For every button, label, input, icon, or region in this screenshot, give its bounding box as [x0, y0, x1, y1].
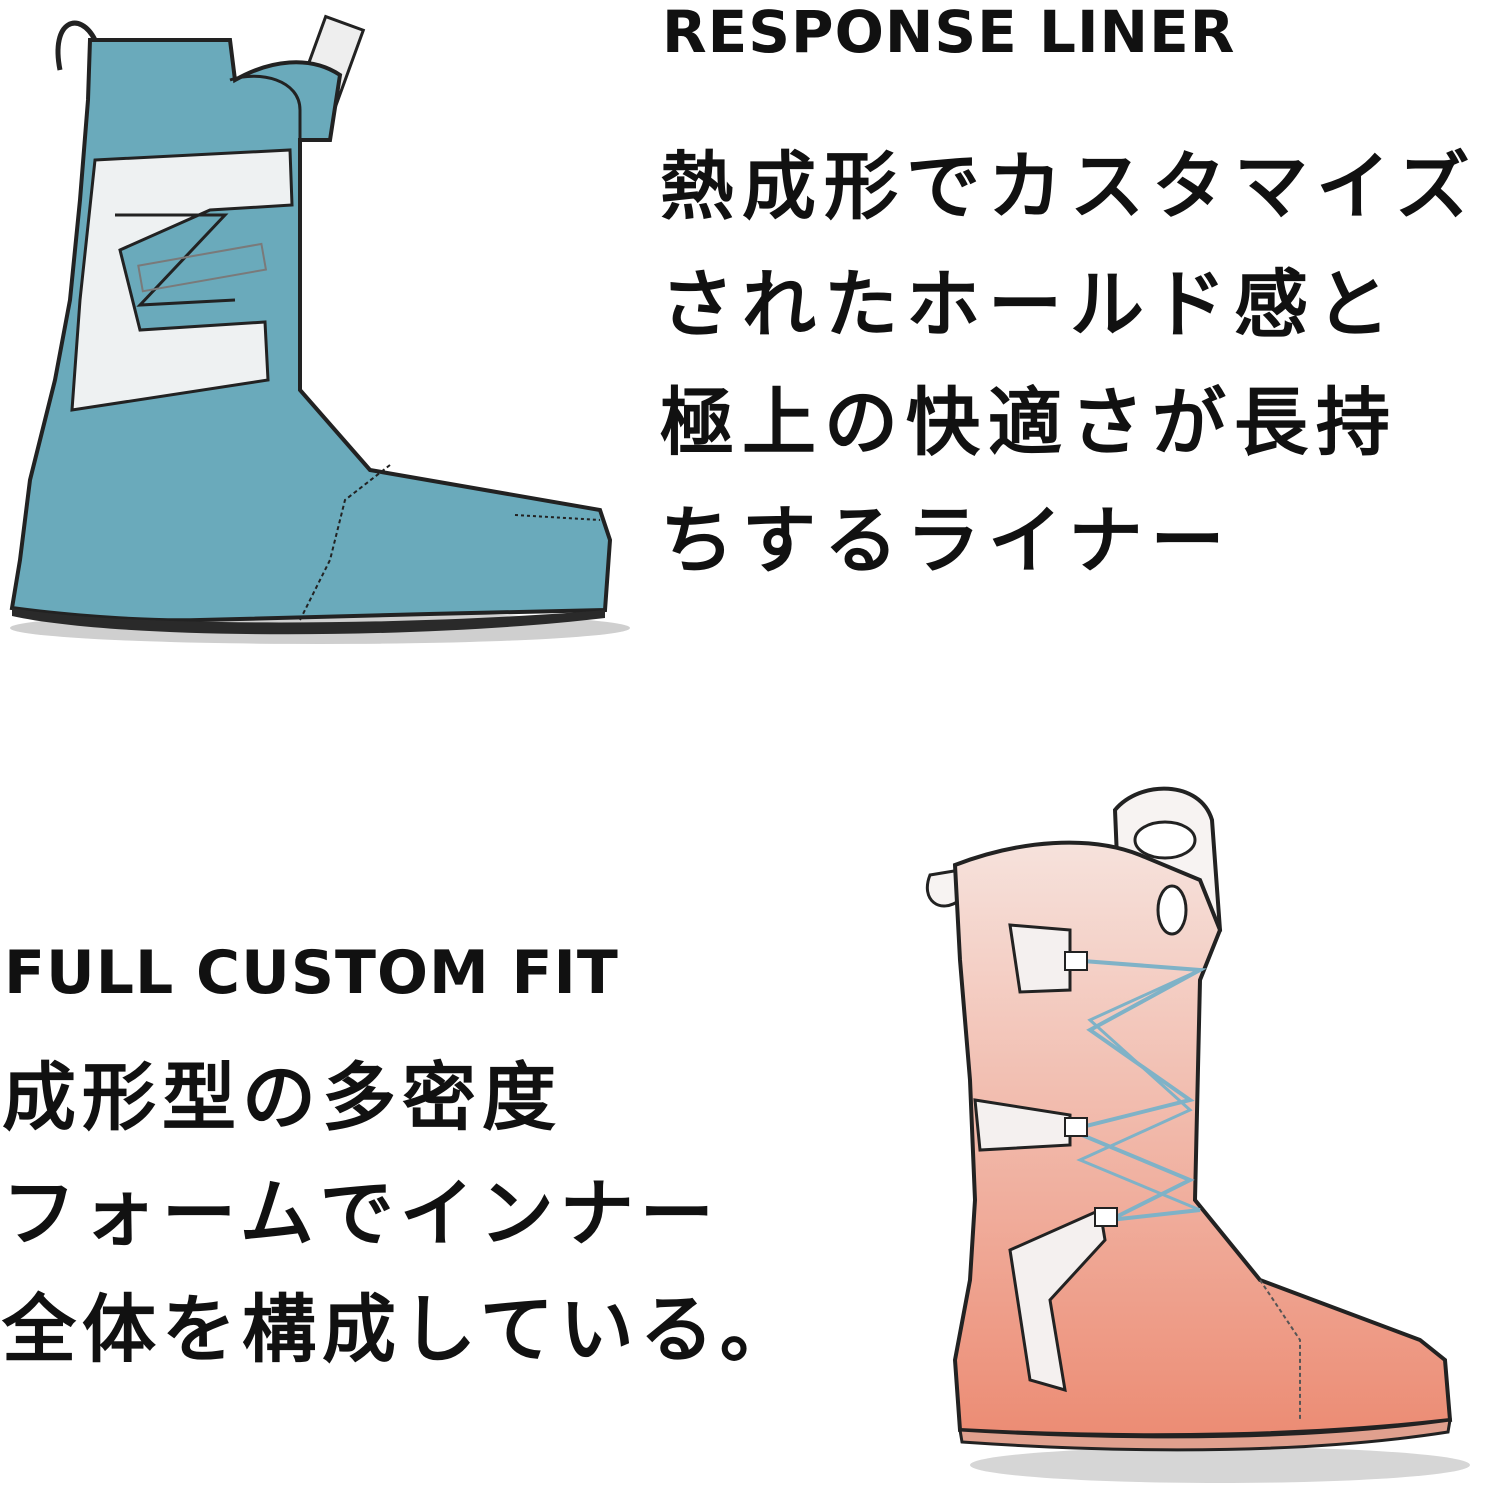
fit-desc-line-1: 成形型の多密度: [2, 1055, 562, 1141]
boot-sole: [958, 1418, 1452, 1452]
liner-boot-drawing: [9, 14, 630, 644]
liner-desc-line-1: 熱成形でカスタマイズ: [660, 144, 1478, 230]
collar-line: [229, 74, 302, 380]
liner-desc-line-2: されたホールド感と: [660, 262, 1398, 348]
upper-eyelet-panel: [1008, 923, 1072, 994]
lace-clip-top: [1064, 951, 1088, 971]
lace-clip-middle: [1064, 1117, 1088, 1137]
custom-fit-boot-illustration: [900, 780, 1486, 1500]
liner-desc-line-3: 極上の快適さが長持: [660, 380, 1398, 466]
liner-z-cut: [115, 213, 236, 307]
toe-seam: [1259, 1279, 1301, 1420]
back-tab-hole: [1133, 820, 1197, 860]
liner-boot-illustration: [0, 0, 640, 660]
boot-laces: [1063, 958, 1207, 1222]
liner-toe-stitch: [514, 514, 601, 521]
lace-clip-bottom: [1094, 1207, 1118, 1227]
boot-ground-shadow: [970, 1447, 1470, 1483]
full-custom-fit-heading: FULL CUSTOM FIT: [4, 938, 619, 1008]
response-liner-description: 熱成形でカスタマイズ されたホールド感と 極上の快適さが長持 ちするライナー: [660, 128, 1478, 600]
custom-fit-boot-drawing: [925, 786, 1470, 1483]
boot-laces-cross: [1076, 968, 1201, 1212]
liner-sole: [12, 608, 605, 635]
liner-seam: [299, 464, 391, 621]
response-liner-heading: RESPONSE LINER: [662, 0, 1236, 66]
mid-eyelet-panel: [973, 1098, 1072, 1152]
full-custom-fit-description: 成形型の多密度 フォームでインナー 全体を構成している。: [2, 1040, 800, 1388]
salomon-logo: [137, 242, 268, 293]
fit-desc-line-3: 全体を構成している。: [2, 1287, 800, 1373]
lace-lock: [1156, 884, 1188, 936]
liner-desc-line-4: ちするライナー: [660, 498, 1233, 584]
pull-loop: [55, 20, 98, 71]
fit-desc-line-2: フォームでインナー: [2, 1171, 720, 1257]
